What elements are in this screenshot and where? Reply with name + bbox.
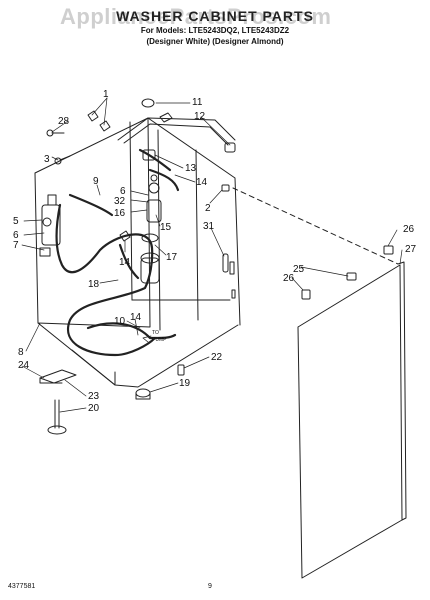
callout-labels: 1 11 28 12 3 13 9 14 6 2 32 16 15 5 31 6… <box>13 89 417 414</box>
callout-c12: 12 <box>194 111 206 122</box>
document-number: 4377581 <box>8 583 36 590</box>
watermark: AppliancePartsPros.com <box>60 4 332 29</box>
callout-c15: 15 <box>160 222 172 233</box>
callout-c5: 5 <box>13 216 19 227</box>
callout-c14b: 14 <box>119 257 131 268</box>
cabinet <box>34 117 399 388</box>
callout-c6b: 6 <box>13 230 19 241</box>
page-title: WASHER CABINET PARTS <box>116 8 314 24</box>
callout-c11: 11 <box>192 97 203 108</box>
callout-c24: 24 <box>18 360 30 371</box>
color-subtitle: (Designer White) (Designer Almond) <box>146 37 284 46</box>
callout-c27: 27 <box>405 244 417 255</box>
model-subtitle: For Models: LTE5243DQ2, LTE5243DZ2 <box>140 26 290 35</box>
callout-c32: 32 <box>114 196 126 207</box>
to-pump-label-line1: TO <box>152 330 159 336</box>
callout-c23: 23 <box>88 391 100 402</box>
callout-c8: 8 <box>18 347 24 358</box>
callout-c28: 28 <box>58 116 70 127</box>
to-pump-label-line2: PUMP <box>152 337 167 343</box>
callout-c14c: 14 <box>130 312 142 323</box>
callout-c16: 16 <box>114 208 126 219</box>
callout-c14a: 14 <box>196 177 208 188</box>
callout-c17: 17 <box>166 252 178 263</box>
callout-c20: 20 <box>88 403 100 414</box>
callout-c31: 31 <box>203 221 215 232</box>
page-number: 9 <box>208 583 212 590</box>
callout-c7: 7 <box>13 240 19 251</box>
callout-c18: 18 <box>88 279 100 290</box>
callout-c3: 3 <box>44 154 50 165</box>
callout-c13: 13 <box>185 163 197 174</box>
callout-c22: 22 <box>211 352 223 363</box>
callout-c19: 19 <box>179 378 191 389</box>
parts <box>39 98 394 435</box>
front-panel <box>297 261 407 579</box>
callout-c10: 10 <box>114 316 126 327</box>
callout-c1: 1 <box>103 89 109 100</box>
leader-lines <box>21 97 403 413</box>
callout-c6: 6 <box>120 186 126 197</box>
callout-c9: 9 <box>93 176 99 187</box>
callout-c26b: 26 <box>283 273 295 284</box>
callout-c26a: 26 <box>403 224 415 235</box>
callout-c2: 2 <box>205 203 211 214</box>
callout-c25: 25 <box>293 264 305 275</box>
